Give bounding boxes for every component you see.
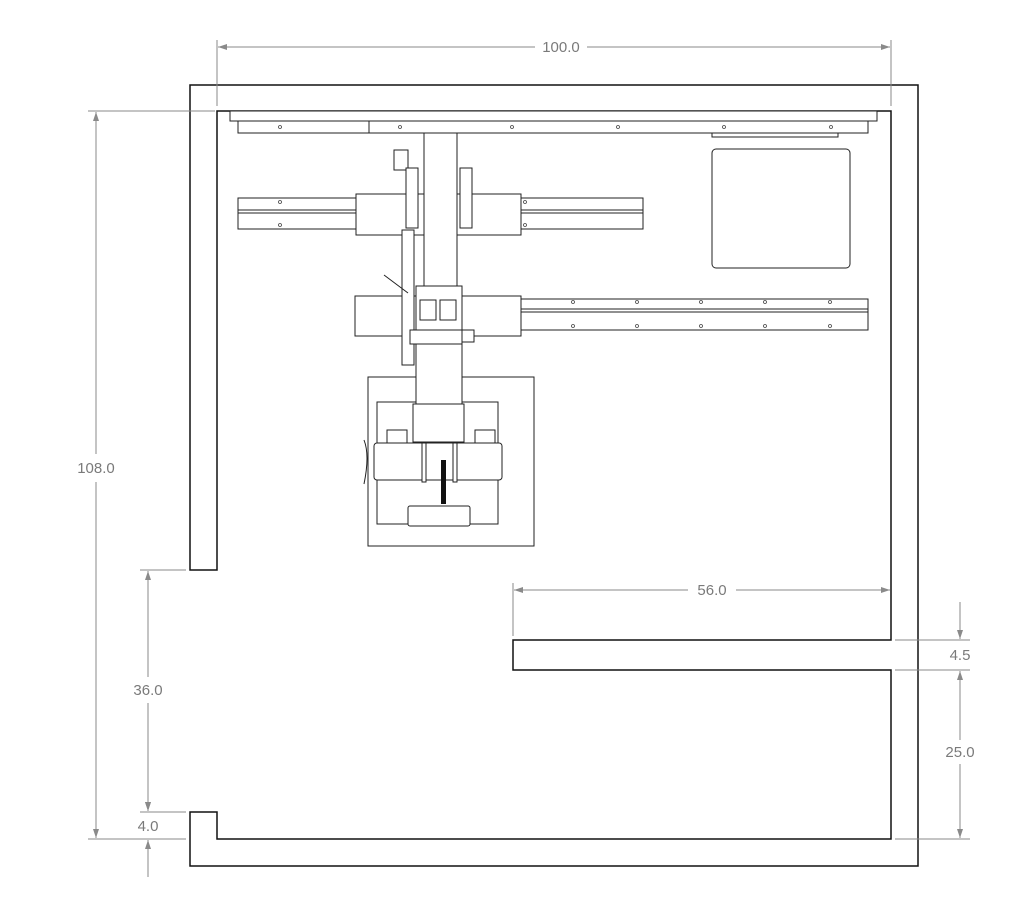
dimension-overall-depth: 108.0 [77,110,215,840]
dimension-shelf-length: 56.0 [512,582,890,636]
dimension-label: 4.0 [138,818,159,835]
tab [711,132,839,138]
side-plate [401,229,415,366]
top-rail [229,110,878,122]
dimension-label: 4.5 [950,647,971,664]
clamp-bar [373,442,503,481]
dimension-bottom-left-stub: 4.0 [138,797,159,877]
end-block [407,505,471,527]
dimension-label: 25.0 [945,744,974,761]
vertical-arm [423,132,458,287]
dimension-label: 108.0 [77,460,115,477]
dimension-label: 36.0 [133,682,162,699]
equipment [229,110,878,547]
dimension-label: 56.0 [697,582,726,599]
top-rail-holes [278,125,833,129]
top-rail-lower [237,120,869,134]
dimension-shelf-thickness: 4.5 [895,602,971,671]
dimension-overall-width: 100.0 [216,39,892,106]
box [711,148,851,269]
dimension-label: 100.0 [542,39,580,56]
dimension-lower-right-bay: 25.0 [895,671,975,840]
dimension-left-opening: 36.0 [133,569,186,813]
lower-rail [520,298,869,331]
lead-screw [441,460,446,504]
lower-column [415,343,463,413]
